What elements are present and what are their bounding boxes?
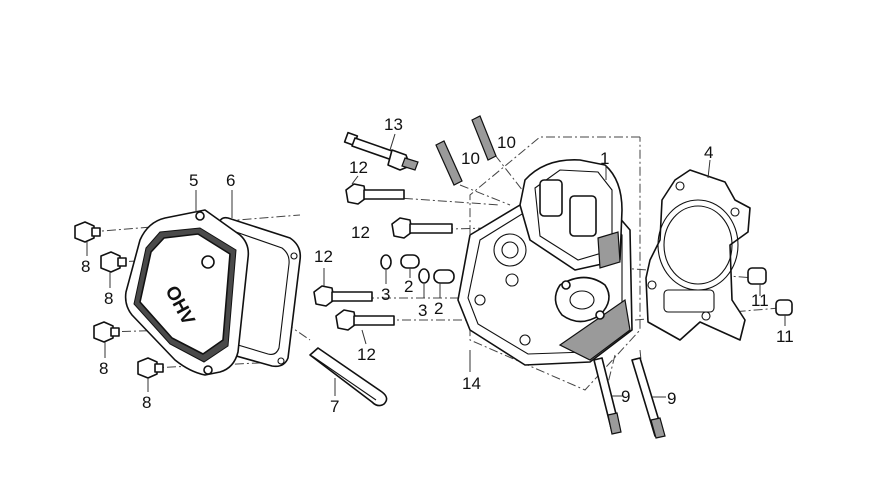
callout-9a: 9 (621, 387, 630, 406)
callout-13: 13 (384, 115, 403, 134)
callout-2a: 2 (404, 277, 413, 296)
dowel-2a (400, 254, 420, 278)
o-ring-3b (418, 268, 430, 298)
callout-3b: 3 (418, 301, 427, 320)
callout-10a: 10 (461, 149, 480, 168)
o-ring-3a (380, 254, 392, 284)
valve-cover-5: OHV (124, 190, 250, 376)
dowel-pin-11a (747, 267, 767, 296)
callout-6: 6 (226, 171, 235, 190)
head-gasket-4 (645, 159, 751, 341)
cover-bolt-8c (93, 321, 120, 358)
callout-8c: 8 (99, 359, 108, 378)
callout-7: 7 (330, 397, 339, 416)
head-bolt-12b (391, 217, 453, 239)
callout-3a: 3 (381, 285, 390, 304)
head-bolt-12c (313, 268, 373, 307)
callout-12b: 12 (351, 223, 370, 242)
callout-4: 4 (704, 143, 713, 162)
cover-bolt-8a (74, 221, 101, 256)
callout-8d: 8 (142, 393, 151, 412)
spark-plug-13 (343, 131, 419, 171)
callout-11b: 11 (776, 327, 794, 346)
cover-bolt-8b (100, 251, 127, 288)
callout-12c: 12 (314, 247, 333, 266)
dowel-pin-11b (775, 299, 793, 326)
callout-8b: 8 (104, 289, 113, 308)
callout-10b: 10 (497, 133, 516, 152)
head-stud-9a (593, 357, 622, 435)
callout-5: 5 (189, 171, 198, 190)
breather-tube-7 (309, 347, 388, 407)
rocker-chamber-1 (519, 159, 623, 271)
cover-bolt-8d (137, 357, 164, 392)
callout-12a: 12 (349, 158, 368, 177)
stud-10b (471, 115, 497, 161)
callout-9b: 9 (667, 389, 676, 408)
callout-12d: 12 (357, 345, 376, 364)
dowel-2b (433, 269, 455, 298)
callout-labels: 1 4 5 6 7 8 8 8 8 9 9 10 10 11 11 12 12 … (81, 115, 794, 416)
head-bolt-12d (335, 309, 395, 345)
callout-11a: 11 (751, 291, 769, 310)
head-bolt-12a (345, 175, 405, 205)
stud-10a (435, 140, 463, 186)
head-stud-9b (631, 357, 666, 439)
callout-14: 14 (462, 374, 481, 393)
callout-2b: 2 (434, 299, 443, 318)
callout-8a: 8 (81, 257, 90, 276)
callout-1: 1 (600, 149, 609, 168)
